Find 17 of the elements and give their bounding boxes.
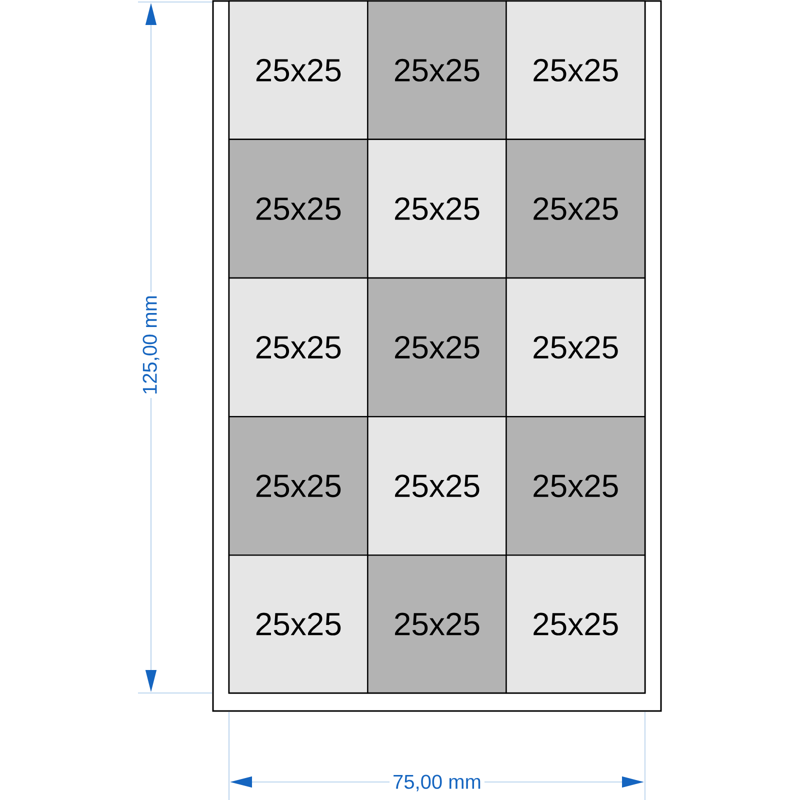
grid-cell: 25x25 [228, 277, 368, 418]
grid-cell: 25x25 [367, 416, 507, 556]
grid-cell: 25x25 [506, 0, 646, 140]
grid-cell: 25x25 [506, 554, 646, 694]
dimension-text: 75,00 mm [390, 772, 484, 794]
grid-cell: 25x25 [506, 138, 646, 279]
grid-cell: 25x25 [506, 277, 646, 418]
grid-cell: 25x25 [228, 554, 368, 694]
grid-cell: 25x25 [228, 416, 368, 556]
dimension-text: 125,00 mm [140, 292, 162, 398]
grid-cell: 25x25 [367, 554, 507, 694]
grid-cell: 25x25 [367, 138, 507, 279]
grid-cell: 25x25 [506, 416, 646, 556]
grid-cell: 25x25 [228, 138, 368, 279]
grid-cell: 25x25 [367, 277, 507, 418]
grid-cell: 25x25 [228, 0, 368, 140]
grid-cell: 25x25 [367, 0, 507, 140]
